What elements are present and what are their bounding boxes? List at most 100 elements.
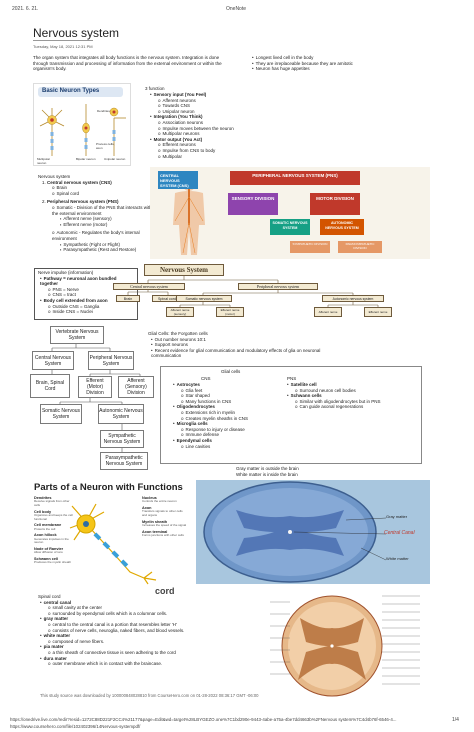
neuron-parts-figure: Parts of a Neuron with Functions Dendrit…	[34, 482, 188, 586]
matter-note: Gray matter is outside the brain White m…	[236, 466, 336, 477]
autonomic-desc: Autonomic - Regulates the body's interna…	[38, 230, 158, 241]
chart-somatic: Somatic nervous system	[176, 295, 232, 302]
fact-item: They are irreplaceable because they are …	[252, 61, 432, 67]
impulse-box: Nerve impulse (information) Pathway = ne…	[34, 268, 138, 320]
spinal-cord-subitem: central to the central canal is a portio…	[38, 622, 218, 628]
glial-cns-subitem: Many functions in CNS	[171, 399, 281, 405]
neuron-part-name: Cell membrane	[34, 523, 62, 528]
impulse-list: Pathway = neuronal axon bundled together…	[38, 276, 134, 315]
chart-autonomic: Autonomic nervous system	[322, 295, 384, 302]
motor-box: MOTOR DIVISION	[310, 193, 360, 215]
glial-cns-item: Ependymal cells	[171, 438, 281, 444]
division-diagram: CENTRAL NERVOUS SYSTEM (CNS) PERIPHERAL …	[150, 167, 430, 259]
neuron-types-figure: Basic Neuron Types Dendrites Multipolar …	[33, 83, 131, 166]
glial-intro-title: Glial Cells: the Forgotten cells	[148, 331, 208, 336]
glial-cns-subitem: Star shaped	[171, 393, 281, 399]
neuron-part-desc: Generates impulses in the neuron	[34, 536, 69, 545]
neuron-part-name: Nucleus	[142, 496, 157, 500]
neuron-part-desc: Protects the cell	[34, 526, 56, 531]
function-subitem: Impulse moves between the neuron	[148, 126, 258, 132]
glial-cns-subitem: Glia feet	[171, 388, 281, 394]
chart-title: Nervous System	[144, 264, 224, 276]
glial-cns-subitem: Response to injury or disease	[171, 427, 281, 433]
somatic-item: Afferent nerve (sensory)	[38, 216, 158, 222]
function-subitem: Unipolar neuron	[148, 109, 258, 115]
sympathetic-box: SYMPATHETIC DIVISION	[290, 241, 330, 253]
vertebrate-tree-lines	[51, 344, 141, 452]
footer-url[interactable]: https://onedrive.live.com/redir?resid=12…	[10, 717, 397, 722]
neuron-parts-title: Parts of a Neuron with Functions	[34, 482, 183, 493]
neuron-part-name: Node of Ranvier	[34, 546, 64, 551]
cord-section-drawing	[203, 481, 387, 583]
spinal-cord-item: white matter	[38, 633, 218, 639]
cord-title-fragment: cord	[155, 586, 175, 596]
glial-cns-subitem: Immune defense	[171, 432, 281, 438]
neuron-part-desc: Produces the myelin sheath	[34, 560, 72, 565]
intro-paragraph: The organ system that integrates all bod…	[33, 55, 222, 72]
spinal-cord-notes: Spinal cord central canalsmall cavity at…	[38, 594, 218, 667]
label-dendrites: Dendrites	[97, 109, 110, 113]
course-hero-watermark: This study source was downloaded by 1000…	[40, 693, 259, 698]
neuron-part-desc: Allow diffusion of ions	[34, 550, 63, 555]
vert-efferent: Efferent (Motor) Division	[78, 376, 112, 398]
glial-pns-label: PNS	[287, 376, 297, 381]
chart-pns: Peripheral nervous system	[238, 283, 318, 290]
central-box: CENTRAL NERVOUS SYSTEM (CNS)	[158, 171, 198, 189]
vert-pns: Peripheral Nervous System	[88, 351, 134, 370]
pns-heading: Peripheral Nervous system (PNS)	[47, 199, 119, 205]
spinal-cord-title: Spinal cord	[38, 594, 61, 599]
neuron-part-name: Axon terminal	[142, 529, 168, 534]
glial-cns-label: CNS	[201, 376, 211, 381]
glial-cns-subitem: Creates myelin sheaths in CNS	[171, 416, 281, 422]
cord-histology-drawing	[270, 595, 420, 697]
function-list: Sensory input (You Feel)Afferent neurons…	[148, 92, 258, 159]
glial-cns-item: Oligodendrocytes	[171, 404, 281, 410]
impulse-subitem: PNS = Nerve	[38, 287, 134, 293]
neuron-facts-list: Longest lived cell in the body They are …	[252, 55, 432, 72]
cord-gray-label: Gray matter	[386, 514, 408, 519]
neuron-part-desc: Increases the speed of the signal	[142, 523, 187, 527]
neuron-part-name: Axon	[142, 506, 152, 510]
neuron-part-name: Dendrites	[34, 496, 52, 500]
ns-chart: Nervous System Central nervous system Pe…	[108, 262, 430, 342]
title-underline	[33, 40, 93, 41]
cord-central-label: Central Canal	[384, 530, 415, 536]
impulse-subitem: Inside CNS = Nuclei	[38, 309, 134, 315]
matter-note-line: Gray matter is outside the brain	[236, 466, 299, 471]
cord-histology-figure	[270, 590, 440, 700]
chart-lines	[127, 276, 379, 307]
course-hero-url[interactable]: https://www.coursehero.com/file/10240239…	[10, 724, 141, 729]
neuron-part-desc: Organizes and keeps the cell functional	[34, 513, 73, 521]
function-title: 3 function	[145, 86, 165, 91]
fact-item: Neuron has huge appetites	[252, 66, 432, 72]
peripheral-box: PERIPHERAL NERVOUS SYSTEM (PNS)	[230, 171, 360, 185]
glial-intro-item: Support neurons	[148, 342, 338, 348]
label-bipolar: Bipolar neuron	[76, 157, 96, 161]
spinal-cord-item: gray matter	[38, 616, 218, 622]
spinal-cord-subitem: consists of nerve cells, neuroglia, nake…	[38, 628, 218, 634]
function-subitem: Impulse from CNS to body	[148, 148, 258, 154]
label-process: Process cells, axon	[96, 142, 115, 150]
glial-cns-item: Microglia cells	[171, 421, 281, 427]
chart-afferent-1: Afferent nerve (sensory)	[166, 307, 194, 317]
cns-item: Spinal cord	[38, 191, 158, 197]
spinal-cord-subitem: composed of nerve fibers.	[38, 639, 218, 645]
spinal-cord-subitem: outer membrane which is in contact with …	[38, 661, 218, 667]
neuron-part-desc: Controls the entire neuron	[142, 499, 177, 504]
page-title: Nervous system	[33, 26, 120, 40]
chart-efferent-2: Efferent nerve	[364, 307, 392, 317]
vert-sympathetic: Sympathetic Nervous System	[100, 430, 144, 448]
ns-outline-heading: Nervous system	[38, 174, 71, 179]
glial-cns-subitem: Extensions rich in myelin	[171, 410, 281, 416]
glial-pns-list: Satellite cellSurround neuron cell bodie…	[285, 382, 419, 410]
neuron-part-name: Myelin sheath	[142, 519, 168, 524]
function-subitem: Association neurons	[148, 120, 258, 126]
